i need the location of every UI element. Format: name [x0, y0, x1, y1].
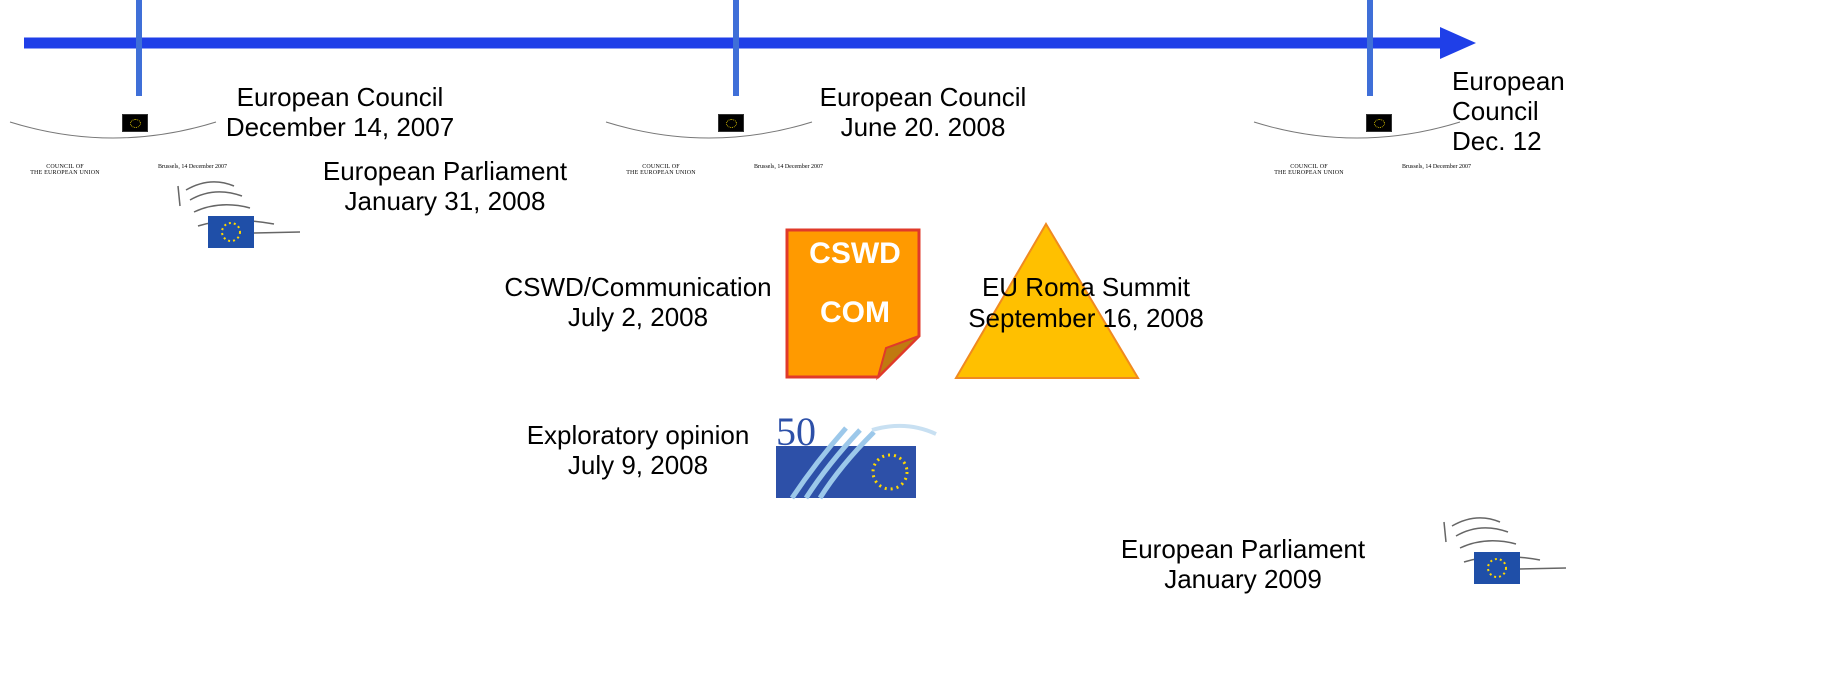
event-council-jun-2008: European Council June 20. 2008 — [819, 82, 1027, 142]
cswd-document-icon — [785, 228, 921, 381]
eu-flag-icon — [718, 114, 744, 132]
cropped-top-text — [650, 0, 658, 14]
eesc-50-number: 50 — [776, 409, 816, 454]
event-cswd-communication: CSWD/Communication July 2, 2008 — [504, 272, 772, 332]
event-roma-summit: EU Roma Summit September 16, 2008 — [968, 272, 1204, 333]
event-council-dec-2007: European Council December 14, 2007 — [225, 82, 455, 142]
eu-flag-icon — [1366, 114, 1392, 132]
european-parliament-logo — [177, 181, 301, 248]
roma-summit-triangle-icon — [954, 222, 1140, 379]
event-parliament-jan-2008: European Parliament January 31, 2008 — [322, 156, 568, 216]
council-doc-date: Brussels, 14 December 2007 — [1402, 164, 1471, 170]
cswd-label: CSWD — [809, 237, 901, 270]
council-doc-date: Brussels, 14 December 2007 — [158, 164, 227, 170]
timeline-tick-jun-2008 — [733, 0, 739, 96]
eesc-50-logo: 50 — [776, 412, 938, 500]
eu-flag-icon — [122, 114, 148, 132]
timeline-tick-dec-2007 — [136, 0, 142, 96]
timeline-tick-dec-2008 — [1367, 0, 1373, 96]
com-label: COM — [820, 296, 890, 329]
event-council-dec-2008: European Council Dec. 12 — [1452, 66, 1565, 156]
european-parliament-logo-2 — [1443, 517, 1566, 584]
event-parliament-jan-2009: European Parliament January 2009 — [1120, 534, 1366, 594]
event-exploratory-opinion: Exploratory opinion July 9, 2008 — [526, 420, 750, 480]
council-doc-date: Brussels, 14 December 2007 — [754, 164, 823, 170]
